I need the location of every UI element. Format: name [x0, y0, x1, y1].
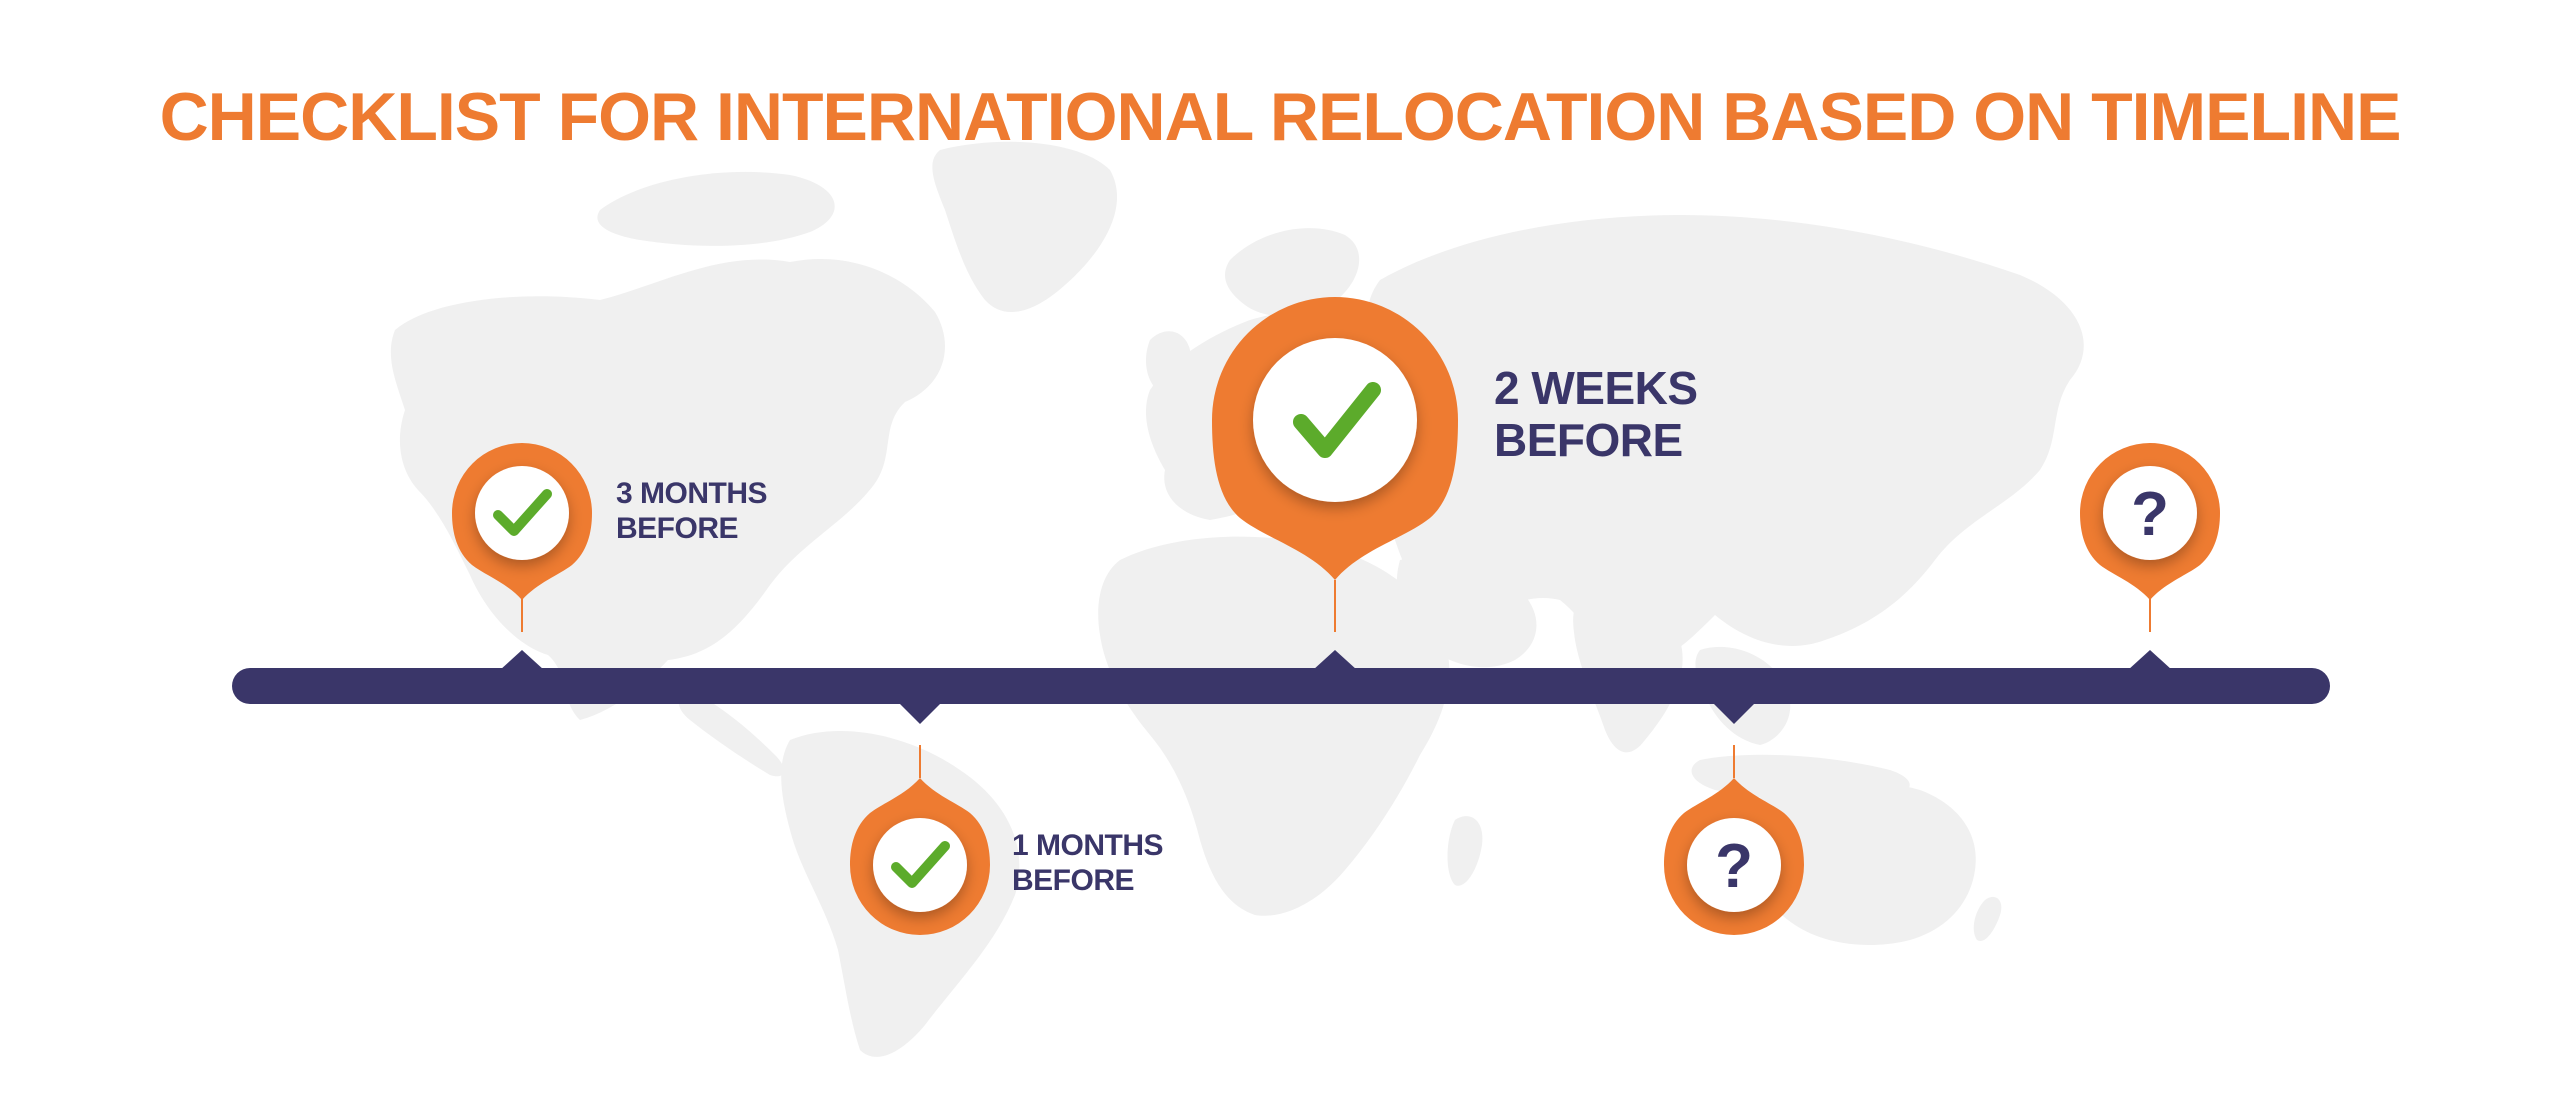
- check-icon: [1293, 382, 1381, 458]
- africa-shape: [1098, 536, 1450, 916]
- timeline-bar: [232, 668, 2330, 704]
- australia-shape: [1738, 781, 1976, 945]
- milestone-label-line1: 3 MONTHS: [616, 477, 768, 510]
- milestone-pin-unknown-2: ?: [2080, 443, 2220, 600]
- question-mark-icon: ?: [2131, 480, 2169, 549]
- check-icon: [493, 489, 552, 536]
- milestone-pin-2-weeks: [1212, 296, 1458, 581]
- milestone-label-line2: BEFORE: [616, 512, 739, 545]
- question-mark-icon: ?: [1715, 832, 1753, 901]
- milestone-label-line1: 1 MONTHS: [1012, 829, 1164, 862]
- central-america-shape: [678, 690, 785, 777]
- timeline-notch-3: [1313, 650, 1357, 670]
- milestone-pin-1-months: [850, 778, 990, 935]
- asia-shape: [1366, 215, 2084, 666]
- timeline-notch-4: [1712, 702, 1756, 724]
- uk-shape: [1145, 331, 1191, 395]
- timeline-notch-1: [500, 650, 544, 670]
- arctic-islands-shape: [597, 171, 835, 246]
- milestone-pin-unknown-1: ?: [1664, 778, 1804, 935]
- check-icon: [891, 841, 950, 888]
- milestone-pin-3-months: [452, 443, 592, 600]
- milestone-label-2-weeks: 2 WEEKS BEFORE: [1494, 362, 1698, 466]
- north-america-shape: [390, 258, 945, 720]
- greenland-shape: [932, 141, 1118, 313]
- milestone-label-line2: BEFORE: [1494, 414, 1683, 466]
- timeline-notch-5: [2128, 650, 2172, 670]
- new-zealand-shape: [1973, 896, 2002, 941]
- milestone-label-3-months: 3 MONTHS BEFORE: [616, 476, 768, 546]
- milestone-label-1-months: 1 MONTHS BEFORE: [1012, 828, 1164, 898]
- page-title: CHECKLIST FOR INTERNATIONAL RELOCATION B…: [159, 79, 2402, 155]
- milestone-label-line2: BEFORE: [1012, 864, 1135, 897]
- timeline-notch-2: [898, 702, 942, 724]
- scandinavia-shape: [1225, 228, 1360, 317]
- madagascar-shape: [1447, 816, 1483, 886]
- milestone-label-line1: 2 WEEKS: [1494, 362, 1698, 414]
